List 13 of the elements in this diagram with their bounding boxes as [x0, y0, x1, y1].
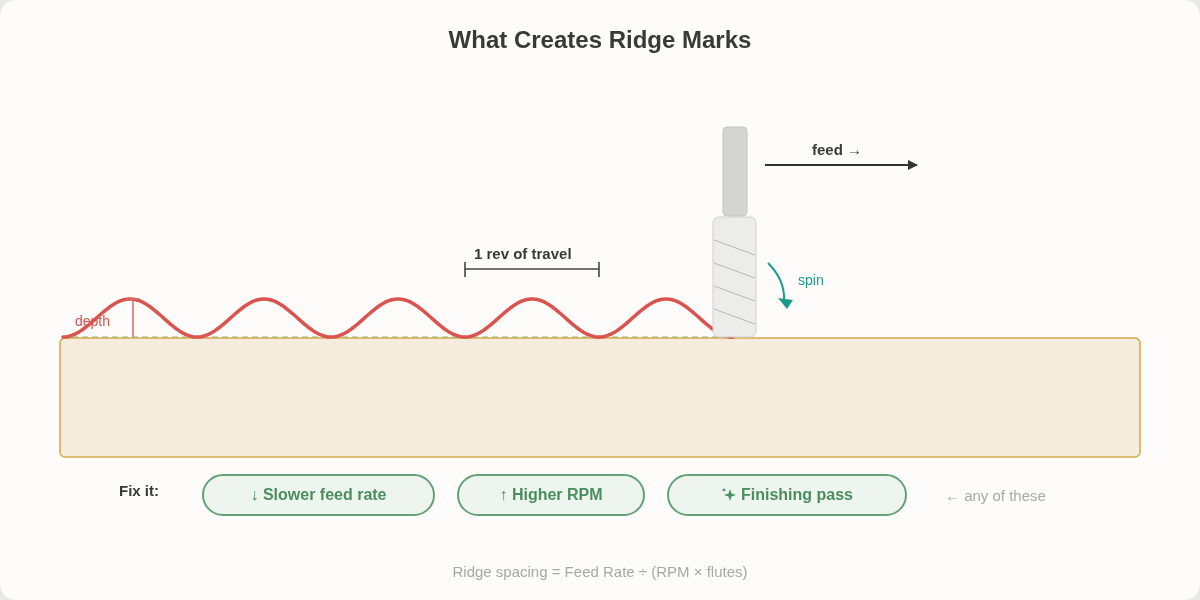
fix-option-pill [202, 474, 435, 516]
fix-option-pill [667, 474, 907, 516]
annotation-label: feed → [812, 142, 862, 157]
fix-option-text: ↓ Slower feed rate [250, 486, 387, 504]
annotation-label: ← any of these [945, 488, 1046, 503]
fix-option-text: Finishing pass [741, 486, 853, 504]
fix-option-text: ↑ Higher RPM [499, 486, 603, 504]
annotation-label: 1 rev of travel [474, 246, 572, 261]
formula-caption: Ridge spacing = Feed Rate ÷ (RPM × flutes) [452, 563, 748, 580]
annotation-label: Fix it: [119, 483, 159, 498]
annotation-label: spin [798, 273, 824, 287]
diagram-title: What Creates Ridge Marks [448, 26, 752, 54]
fix-option-pill [457, 474, 645, 516]
